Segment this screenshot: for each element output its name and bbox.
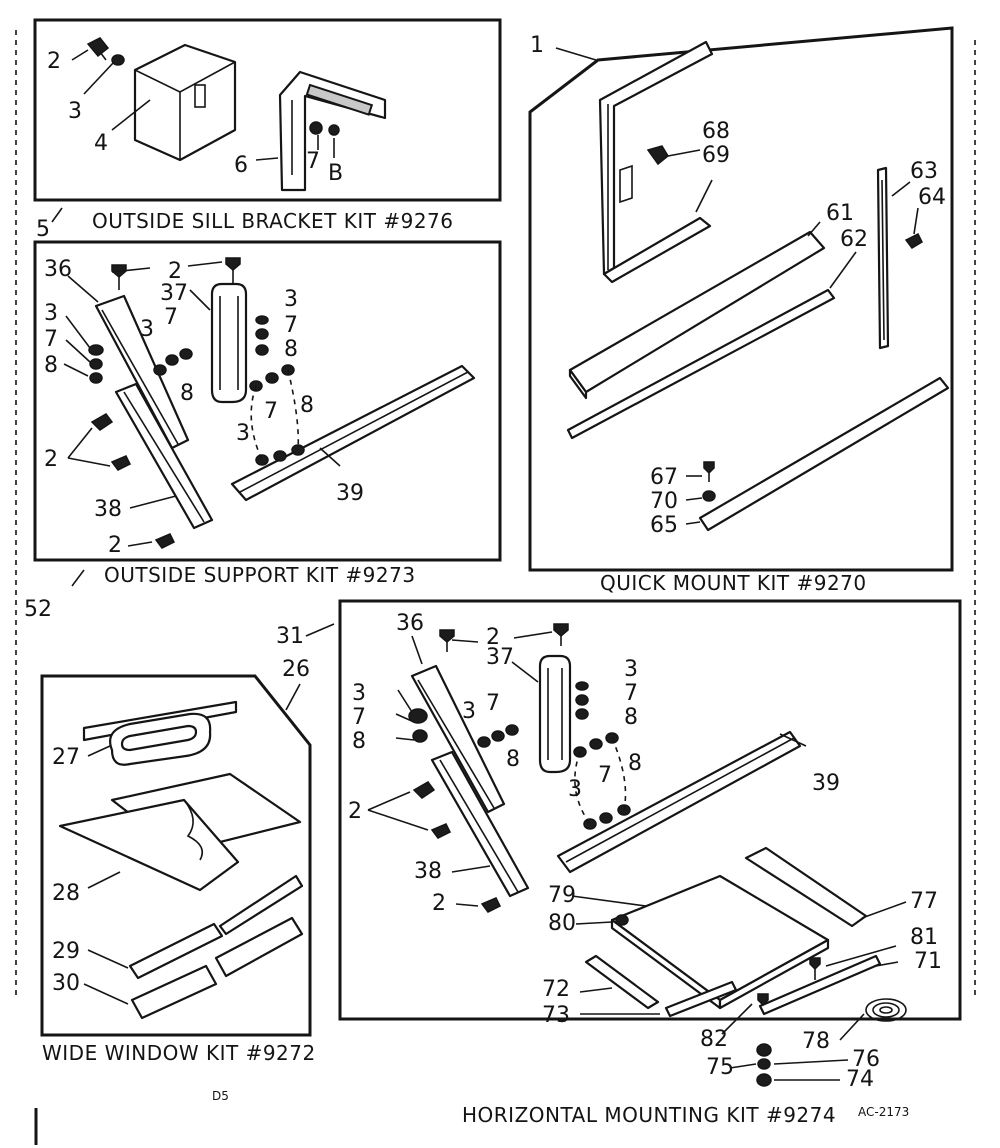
part-81: 81 [910, 925, 938, 950]
part-7-horizontal-d: 7 [598, 763, 612, 788]
part-61: 61 [826, 201, 854, 226]
part-80: 80 [548, 911, 576, 936]
part-2-horizontal-b: 2 [348, 799, 362, 824]
part-2-support-a: 2 [168, 259, 182, 284]
part-65: 65 [650, 513, 678, 538]
part-31-leader [305, 623, 335, 637]
part-30: 30 [52, 971, 80, 996]
part-67: 67 [650, 465, 678, 490]
horizontal-mounting-kit-frame [338, 599, 962, 1021]
part-39-support: 39 [336, 481, 364, 506]
part-2-support-b: 2 [44, 447, 58, 472]
part-82: 82 [700, 1027, 728, 1052]
part-28: 28 [52, 881, 80, 906]
part-52: 52 [24, 597, 52, 622]
part-69: 69 [702, 143, 730, 168]
quick-mount-kit-title: QUICK MOUNT KIT #9270 [600, 571, 867, 595]
part-38-support: 38 [94, 497, 122, 522]
part-1: 1 [530, 33, 544, 58]
part-76: 76 [852, 1047, 880, 1072]
part-75: 75 [706, 1055, 734, 1080]
part-77: 77 [910, 889, 938, 914]
wide-window-kit-frame [40, 674, 312, 1037]
part-78: 78 [802, 1029, 830, 1054]
part-7-support-c: 7 [284, 313, 298, 338]
part-7-horizontal-c: 7 [624, 681, 638, 706]
part-2-sill: 2 [47, 49, 61, 74]
part-27: 27 [52, 745, 80, 770]
outside-support-kit-title: OUTSIDE SUPPORT KIT #9273 [104, 563, 416, 587]
part-8-sill: B [328, 161, 343, 186]
part-64: 64 [918, 185, 946, 210]
part-7-sill: 7 [306, 149, 320, 174]
part-8-horizontal-d: 8 [628, 751, 642, 776]
part-74: 74 [846, 1067, 874, 1092]
part-71: 71 [914, 949, 942, 974]
part-6-sill: 6 [234, 153, 248, 178]
part-8-support-d: 8 [300, 393, 314, 418]
part-3-horizontal-c: 3 [624, 657, 638, 682]
drawing-code: AC-2173 [858, 1105, 909, 1119]
part-38-horizontal: 38 [414, 859, 442, 884]
part-7-support-b: 7 [164, 305, 178, 330]
part-8-horizontal-c: 8 [624, 705, 638, 730]
horizontal-mounting-parts [367, 623, 907, 1087]
part-3-support-a: 3 [44, 301, 58, 326]
part-8-support-b: 8 [180, 381, 194, 406]
outside-sill-bracket-kit-frame [33, 18, 502, 202]
part-7-support-d: 7 [264, 399, 278, 424]
part-68: 68 [702, 119, 730, 144]
part-2-horizontal-c: 2 [432, 891, 446, 916]
part-26: 26 [282, 657, 310, 682]
part-5: 5 [36, 217, 50, 242]
quick-mount-parts [555, 40, 950, 532]
part-2-support-c: 2 [108, 533, 122, 558]
page-code: D5 [212, 1089, 229, 1103]
part-3-support-b: 3 [140, 317, 154, 342]
part-3-horizontal-a: 3 [352, 681, 366, 706]
horizontal-mounting-kit-title: HORIZONTAL MOUNTING KIT #9274 [462, 1103, 836, 1127]
part-39-horizontal: 39 [812, 771, 840, 796]
outside-support-parts [63, 257, 476, 587]
part-3-sill: 3 [68, 99, 82, 124]
part-2-horizontal-a: 2 [486, 625, 500, 650]
part-3-support-c: 3 [284, 287, 298, 312]
outside-sill-bracket-parts [51, 37, 387, 223]
wide-window-parts [58, 683, 304, 1020]
part-3-support-d: 3 [236, 421, 250, 446]
part-37-support: 37 [160, 281, 188, 306]
part-72: 72 [542, 977, 570, 1002]
part-37-horizontal: 37 [486, 645, 514, 670]
part-4-sill: 4 [94, 131, 108, 156]
part-36-support: 36 [44, 257, 72, 282]
part-63: 63 [910, 159, 938, 184]
part-36-horizontal: 36 [396, 611, 424, 636]
part-31: 31 [276, 624, 304, 649]
wide-window-kit-title: WIDE WINDOW KIT #9272 [42, 1041, 316, 1065]
outside-sill-bracket-kit-title: OUTSIDE SILL BRACKET KIT #9276 [92, 209, 454, 233]
part-7-horizontal-a: 7 [352, 705, 366, 730]
part-8-horizontal-b: 8 [506, 747, 520, 772]
part-8-horizontal-a: 8 [352, 729, 366, 754]
quick-mount-kit-frame [528, 26, 954, 572]
outside-support-kit-frame [33, 240, 502, 562]
part-73: 73 [542, 1003, 570, 1028]
part-79: 79 [548, 883, 576, 908]
part-62: 62 [840, 227, 868, 252]
part-70: 70 [650, 489, 678, 514]
part-3-horizontal-b: 3 [462, 699, 476, 724]
part-3-horizontal-d: 3 [568, 777, 582, 802]
part-7-horizontal-b: 7 [486, 691, 500, 716]
part-29: 29 [52, 939, 80, 964]
part-7-support-a: 7 [44, 327, 58, 352]
part-8-support-a: 8 [44, 353, 58, 378]
part-8-support-c: 8 [284, 337, 298, 362]
